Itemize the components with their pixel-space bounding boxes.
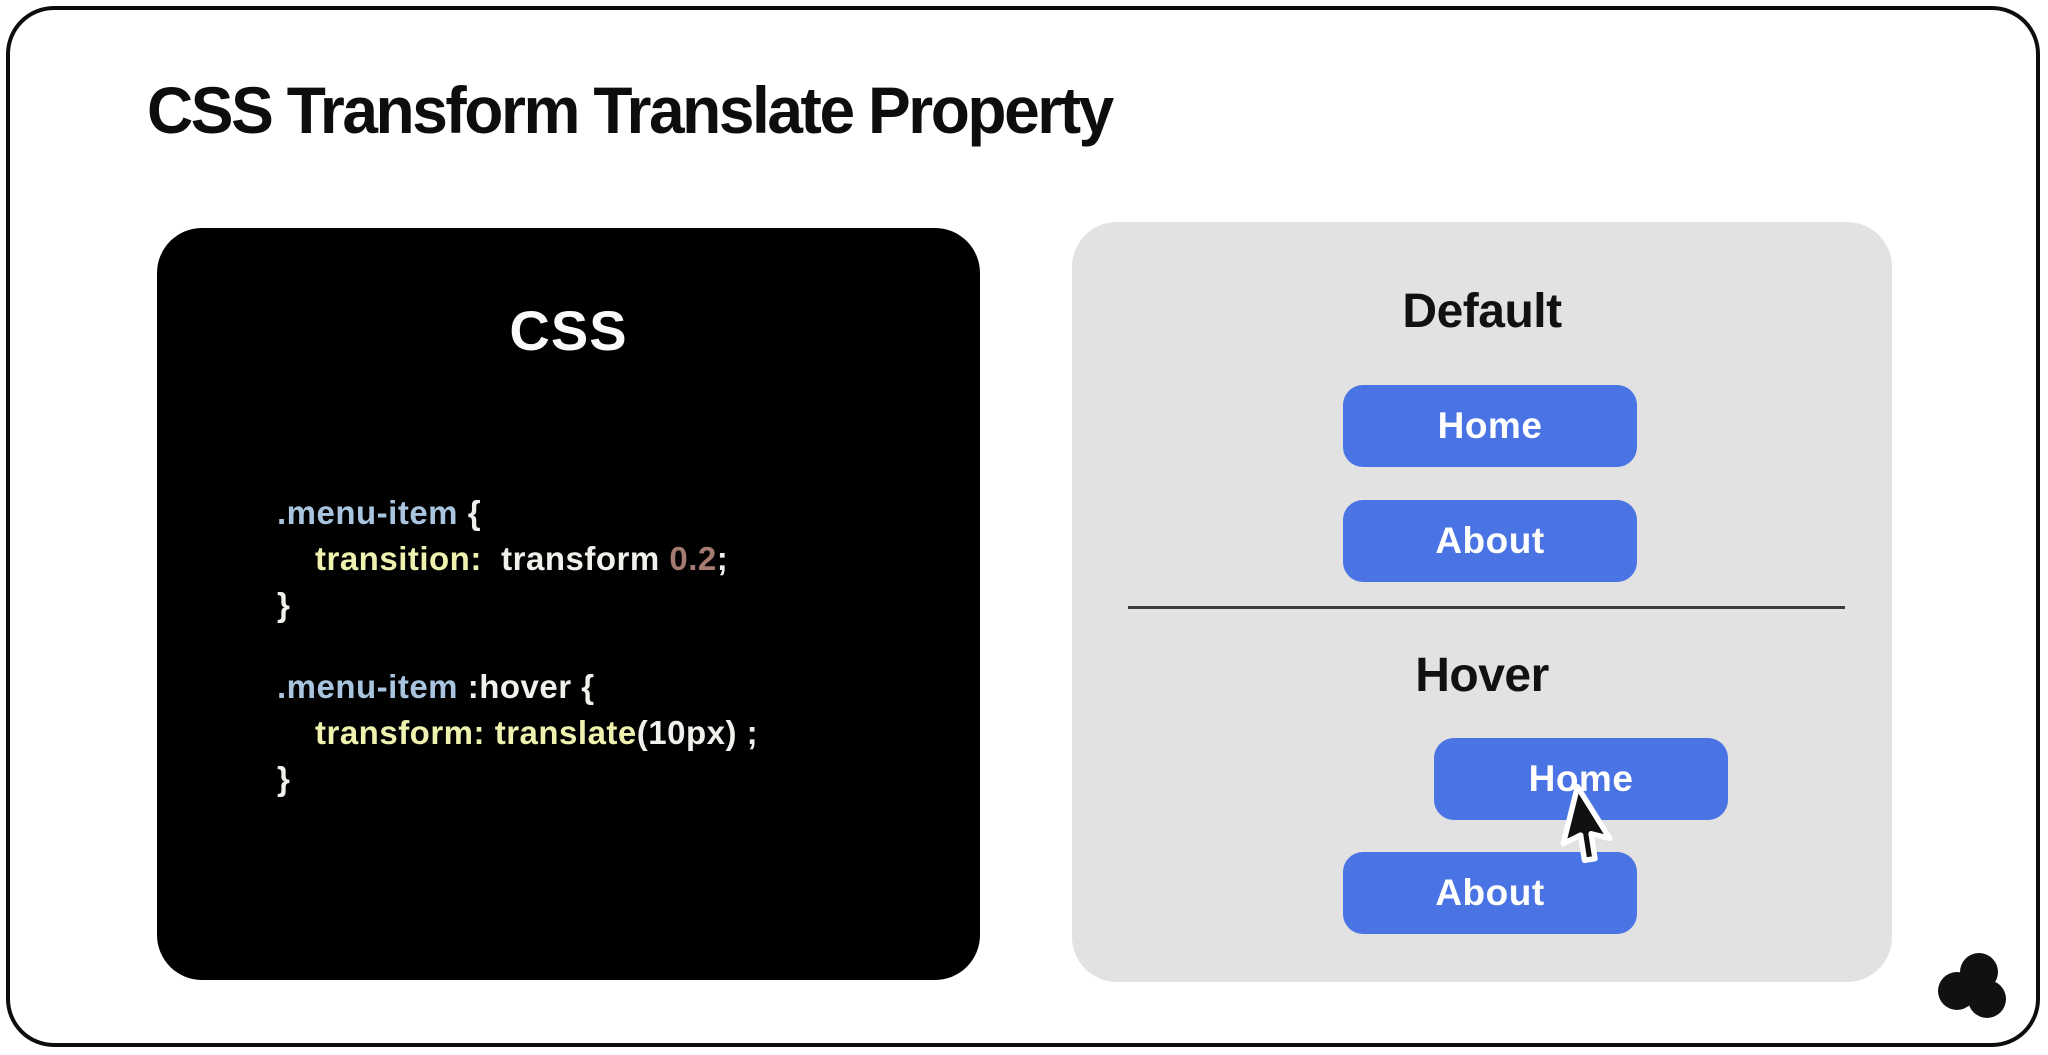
code-property: transform: [315,714,486,751]
code-line: } [277,756,940,802]
code-line: } [277,582,940,628]
code-block-menu-item-hover: .menu-item :hover { transform: translate… [277,664,940,802]
preview-panel: Default Home About Hover Home About [1072,222,1892,982]
code-brace: } [277,760,291,797]
css-code-panel: CSS .menu-item { transition: transform 0… [157,228,980,980]
code-selector: .menu-item [277,668,459,705]
code-brace: } [277,586,291,623]
about-button-default[interactable]: About [1343,500,1637,582]
hover-state-heading: Hover [1415,649,1549,702]
code-function: translate [485,714,637,751]
code-value: transform [481,540,670,577]
default-state-heading: Default [1402,285,1562,338]
code-number: 0.2 [669,540,717,577]
code-argument: (10px) ; [636,714,759,751]
trefoil-logo-icon [1938,953,2006,1018]
code-brace: { [458,494,482,531]
page-border [6,6,2040,1047]
code-pseudo-brace: :hover { [458,668,595,705]
section-divider [1128,606,1845,609]
about-button-hover[interactable]: About [1343,852,1637,934]
home-button-default[interactable]: Home [1343,385,1637,467]
code-line: transform: translate(10px) ; [277,710,940,756]
code-line: .menu-item { [277,490,940,536]
code-property: transition: [315,540,482,577]
code-panel-heading: CSS [509,299,628,362]
code-line: transition: transform 0.2; [277,536,940,582]
code-semicolon: ; [716,540,729,577]
code-selector: .menu-item [277,494,459,531]
page-title: CSS Transform Translate Property [147,73,1114,147]
code-line: .menu-item :hover { [277,664,940,710]
mouse-pointer-icon [1560,783,1613,863]
code-block-menu-item: .menu-item { transition: transform 0.2; … [277,490,940,628]
